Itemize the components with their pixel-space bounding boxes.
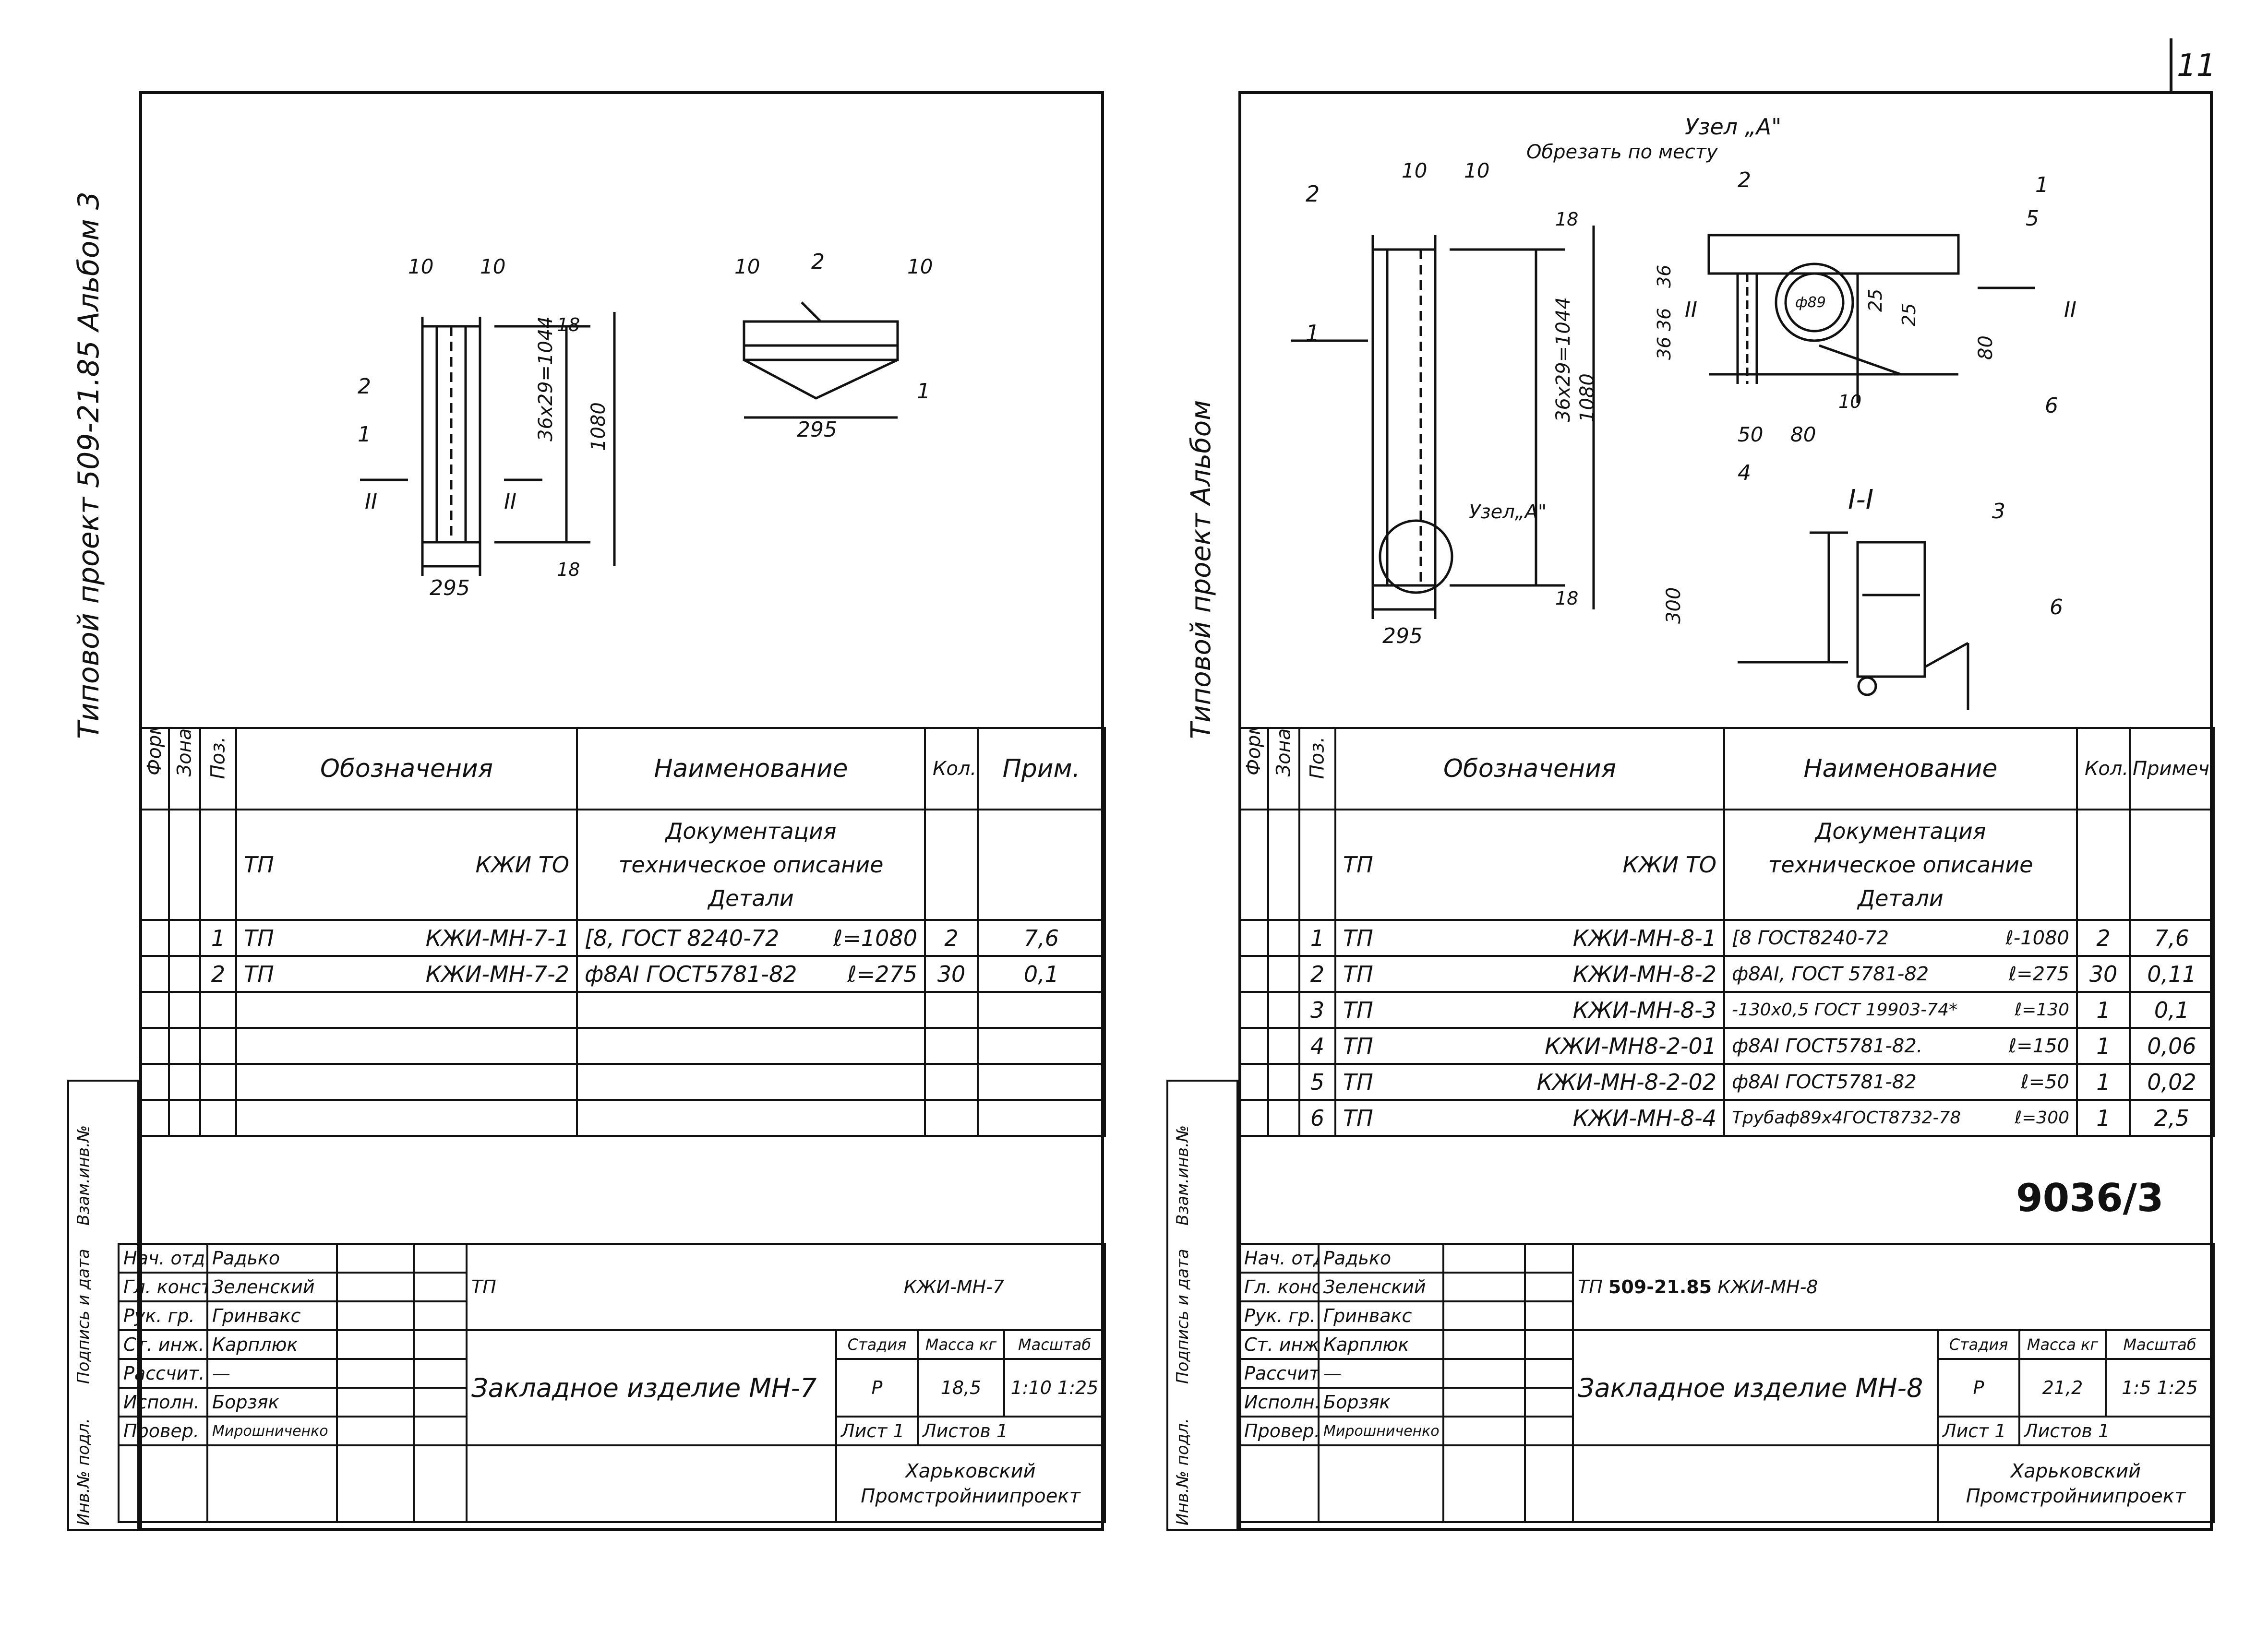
svg-text:II: II	[2064, 298, 2076, 322]
col-pos: Поз.	[1298, 727, 1336, 810]
svg-text:10: 10	[1838, 391, 1861, 412]
svg-text:25: 25	[1865, 289, 1886, 312]
svg-text:10: 10	[1402, 159, 1427, 182]
svg-text:25: 25	[1898, 303, 1920, 326]
svg-text:1: 1	[917, 379, 930, 404]
right-spec-table: Формат Зона Поз. Обозначения Наименовани…	[1238, 727, 2215, 1137]
svg-text:Узел „А": Узел „А"	[1685, 115, 1781, 140]
svg-text:Обрезать по месту: Обрезать по месту	[1526, 141, 1718, 163]
order-number: 9036/3	[2016, 1176, 2164, 1220]
col-name: Наименование	[576, 727, 926, 810]
col-qty: Кол.	[2076, 727, 2131, 810]
svg-text:300: 300	[1663, 587, 1685, 624]
svg-text:1: 1	[358, 422, 371, 447]
svg-text:36x29=1044: 36x29=1044	[1552, 297, 1574, 422]
svg-text:36: 36	[1654, 265, 1675, 288]
svg-text:295: 295	[430, 576, 470, 600]
right-drawing: Узел „А" Обрезать по месту I-I Узел„А" 1…	[1291, 115, 2076, 710]
col-designation: Обозначения	[1334, 727, 1725, 810]
svg-text:Узел„А": Узел„А"	[1469, 501, 1547, 523]
svg-text:6: 6	[2045, 393, 2058, 418]
left-spec-table: Формат Зона Поз. Обозначения Наименовани…	[139, 727, 1106, 1137]
svg-text:2: 2	[1306, 181, 1320, 207]
svg-text:36x29=1044: 36x29=1044	[535, 316, 557, 441]
svg-text:2: 2	[358, 374, 371, 399]
svg-text:1: 1	[2035, 173, 2049, 197]
svg-text:10: 10	[408, 255, 433, 278]
svg-text:II: II	[1685, 298, 1697, 322]
svg-text:295: 295	[797, 417, 837, 442]
svg-text:I-I: I-I	[1848, 484, 1873, 515]
svg-text:18: 18	[557, 314, 580, 335]
svg-text:ф89: ф89	[1795, 294, 1826, 311]
svg-text:295: 295	[1382, 624, 1423, 648]
svg-text:18: 18	[557, 559, 580, 580]
svg-text:18: 18	[1555, 209, 1578, 230]
svg-text:36: 36	[1654, 337, 1675, 360]
svg-text:5: 5	[2026, 206, 2039, 231]
col-designation: Обозначения	[235, 727, 578, 810]
col-name: Наименование	[1723, 727, 2078, 810]
right-side-stamp: Инв.№ подл. Подпись и дата Взам.инв.№	[1166, 1080, 1238, 1531]
svg-text:10: 10	[734, 255, 760, 278]
left-drawing: 10 10 18 36x29=1044 1080 18 295 10 2 10 …	[358, 250, 933, 600]
left-album-label: Типовой проект 509-21.85 Альбом 3	[72, 191, 106, 739]
svg-text:1: 1	[1306, 320, 1320, 346]
svg-text:1080: 1080	[588, 402, 610, 451]
col-note: Примеч.	[2129, 727, 2215, 810]
right-album-label: Типовой проект Альбом	[1186, 400, 1217, 739]
col-format: Формат	[139, 727, 170, 810]
svg-text:18: 18	[1555, 588, 1578, 609]
svg-text:50: 50	[1738, 423, 1763, 446]
col-note: Прим.	[977, 727, 1106, 810]
col-qty: Кол.	[924, 727, 979, 810]
svg-text:2: 2	[811, 250, 825, 274]
svg-text:3: 3	[1992, 499, 2005, 524]
svg-text:10: 10	[907, 255, 933, 278]
svg-text:II: II	[365, 489, 377, 514]
svg-text:80: 80	[1790, 423, 1816, 446]
col-format: Формат	[1238, 727, 1269, 810]
svg-text:6: 6	[2050, 595, 2063, 619]
svg-text:10: 10	[1464, 159, 1489, 182]
col-zone: Зона	[1267, 727, 1300, 810]
svg-text:10: 10	[480, 255, 505, 278]
svg-text:1080: 1080	[1576, 373, 1598, 422]
right-title-block: Нач. отд.Радько ТП 509-21.85 КЖИ-МН-8 Гл…	[1238, 1243, 2215, 1523]
svg-text:II: II	[504, 489, 516, 514]
col-zone: Зона	[168, 727, 201, 810]
svg-text:2: 2	[1738, 168, 1751, 192]
svg-text:36: 36	[1654, 308, 1675, 331]
col-pos: Поз.	[199, 727, 237, 810]
svg-text:4: 4	[1738, 461, 1751, 485]
page-number: 11	[2177, 48, 2216, 83]
svg-text:80: 80	[1975, 335, 1997, 360]
